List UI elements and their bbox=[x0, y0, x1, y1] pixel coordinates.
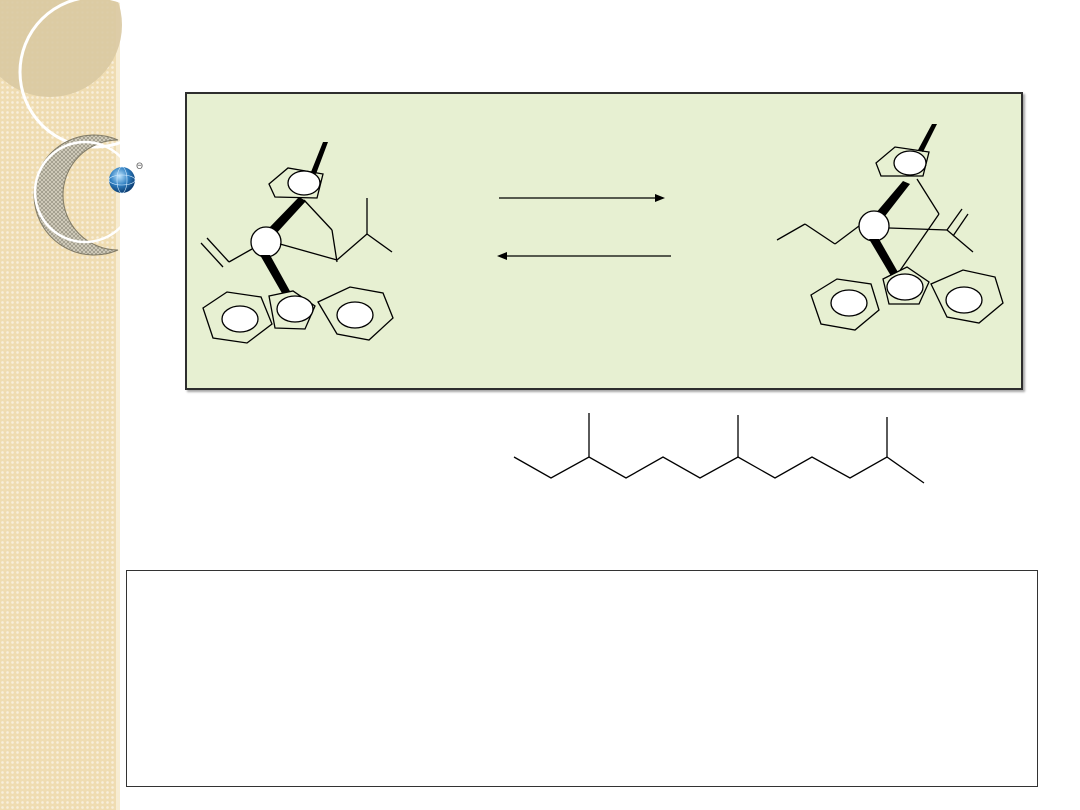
reaction-scheme-box bbox=[185, 92, 1023, 390]
orb-label: Θ bbox=[136, 162, 143, 172]
ring-ornament-icon bbox=[0, 0, 160, 256]
text-content-box bbox=[126, 570, 1038, 787]
sidebar-edge bbox=[116, 0, 120, 810]
globe-bullet-icon: Θ bbox=[108, 162, 143, 194]
right-arrow-icon bbox=[499, 194, 665, 202]
left-arrow-icon bbox=[497, 252, 671, 260]
metallocene-complex-left bbox=[200, 142, 394, 344]
metallocene-complex-right bbox=[776, 124, 1004, 331]
reaction-scheme bbox=[200, 124, 1004, 344]
branched-hydrocarbon-chain bbox=[513, 413, 925, 484]
